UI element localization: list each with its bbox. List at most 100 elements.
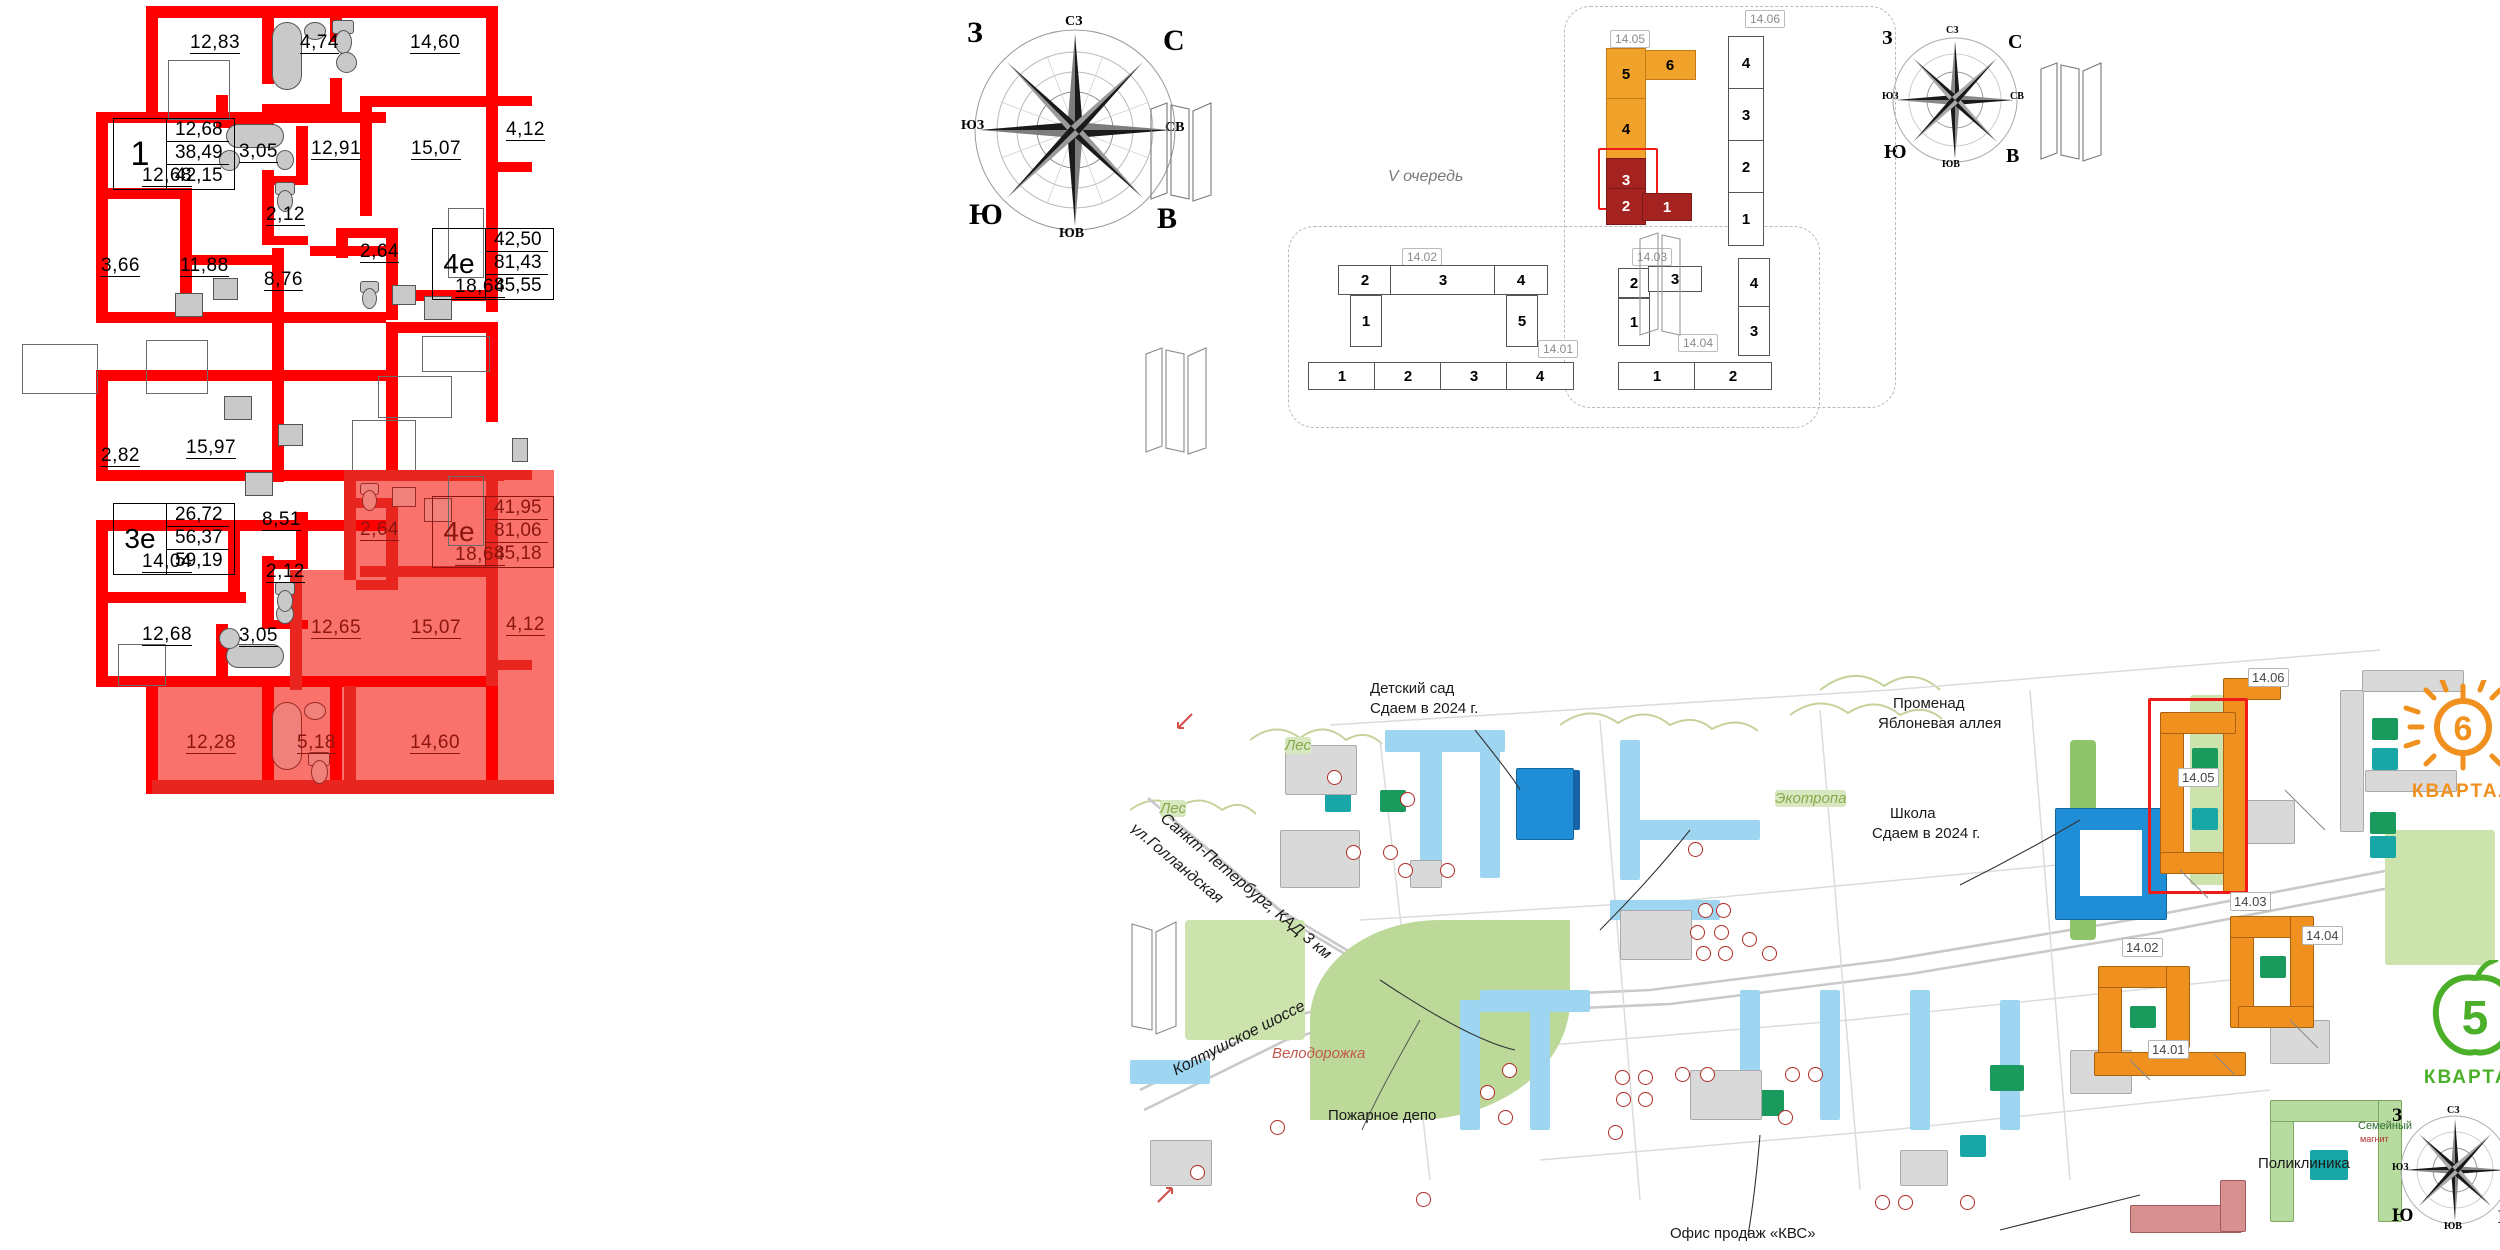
section-1[interactable]: 1 [1308, 362, 1376, 390]
facade-sketch [1130, 910, 1210, 1040]
poi-marker[interactable] [1616, 1092, 1631, 1107]
building-1403[interactable] [2230, 916, 2296, 938]
poi-marker[interactable] [1608, 1125, 1623, 1140]
room-area: 12,65 [311, 617, 362, 639]
compass-nw-label: СЗ [1065, 14, 1083, 29]
section-1[interactable]: 1 [1642, 193, 1692, 221]
compass-south-label: Ю [2392, 1205, 2414, 1226]
wall [386, 322, 498, 333]
section-4[interactable]: 4 [1494, 265, 1548, 295]
apartment-badge-4e-top[interactable]: 4е 42,50 81,43 85,55 [432, 228, 554, 300]
residential-building [2362, 670, 2464, 692]
section-1[interactable]: 1 [1728, 192, 1764, 246]
room-area: 5,18 [297, 732, 336, 754]
section-1[interactable]: 1 [1350, 295, 1382, 347]
map-building-tag-1403: 14.03 [2230, 892, 2271, 911]
poi-marker[interactable] [1615, 1070, 1630, 1085]
wall [272, 322, 284, 482]
poi-marker[interactable] [1440, 863, 1455, 878]
building-1405[interactable] [2160, 712, 2236, 734]
section-1[interactable]: 1 [1618, 362, 1696, 390]
section-2[interactable]: 2 [1374, 362, 1442, 390]
wall-highlighted [356, 580, 398, 590]
section-4[interactable]: 4 [1738, 258, 1770, 308]
building-1404[interactable] [2238, 1006, 2314, 1028]
wall [262, 170, 274, 240]
apartment-badge-3e[interactable]: 3е 26,72 56,37 59,19 [113, 503, 235, 575]
polyclinic-label: Поликлиника [2258, 1155, 2350, 1172]
elevator-icon [422, 336, 490, 372]
poi-marker[interactable] [1696, 946, 1711, 961]
wall [408, 290, 498, 301]
section-2[interactable]: 2 [1338, 265, 1392, 295]
building-1402[interactable] [2166, 966, 2190, 1048]
toilet-bowl-icon [277, 590, 293, 612]
washer-icon [219, 628, 240, 649]
section-6[interactable]: 6 [1644, 50, 1696, 80]
section-2[interactable]: 2 [1728, 140, 1764, 194]
poi-marker[interactable] [1762, 946, 1777, 961]
apartment-badge-4e-selected[interactable]: 4е 41,95 81,06 85,18 [432, 496, 554, 568]
stove-icon [175, 293, 203, 317]
courtyard [1530, 1010, 1550, 1130]
wall-highlighted [360, 566, 498, 577]
poi-marker[interactable] [1638, 1092, 1653, 1107]
section-2[interactable]: 2 [1694, 362, 1772, 390]
section-3[interactable]: 3 [1648, 266, 1702, 292]
facade-sketch [2035, 55, 2125, 165]
poi-marker[interactable] [1327, 770, 1342, 785]
poi-marker[interactable] [1688, 842, 1703, 857]
poi-marker[interactable] [1346, 845, 1361, 860]
section-4[interactable]: 4 [1506, 362, 1574, 390]
poi-marker[interactable] [1714, 925, 1729, 940]
section-2[interactable]: 2 [1606, 188, 1646, 225]
poi-marker[interactable] [1808, 1067, 1823, 1082]
wall [386, 322, 398, 482]
wall-highlighted [290, 570, 302, 690]
poi-marker[interactable] [1398, 863, 1413, 878]
poi-marker[interactable] [1718, 946, 1733, 961]
window-icon [22, 344, 98, 394]
section-3[interactable]: 3 [1728, 88, 1764, 142]
poi-marker[interactable] [1190, 1165, 1205, 1180]
poi-marker[interactable] [1675, 1067, 1690, 1082]
meter-icon [512, 438, 528, 462]
poi-marker[interactable] [1416, 1192, 1431, 1207]
poi-marker[interactable] [1270, 1120, 1285, 1135]
section-3[interactable]: 3 [1440, 362, 1508, 390]
poi-marker[interactable] [1690, 925, 1705, 940]
compass-sw-label: ЮЗ [961, 118, 985, 133]
poi-marker[interactable] [1383, 845, 1398, 860]
stair-icon [118, 644, 166, 686]
poi-marker[interactable] [1778, 1110, 1793, 1125]
poi-marker[interactable] [1960, 1195, 1975, 1210]
wall [262, 686, 274, 794]
poi-marker[interactable] [1700, 1067, 1715, 1082]
poi-marker[interactable] [1698, 903, 1713, 918]
section-5[interactable]: 5 [1506, 295, 1538, 347]
room-area: 8,76 [264, 269, 303, 291]
washer-icon [336, 52, 357, 73]
section-1[interactable]: 1 [1618, 298, 1650, 346]
poi-marker[interactable] [1716, 903, 1731, 918]
total-area: 81,43 [486, 252, 548, 275]
sink-icon [304, 702, 326, 720]
section-5[interactable]: 5 [1606, 48, 1646, 100]
apartment-badge-1[interactable]: 1 12,68 38,49 42,15 [113, 118, 235, 190]
poi-marker[interactable] [1400, 792, 1415, 807]
poi-marker[interactable] [1638, 1070, 1653, 1085]
section-3[interactable]: 3 [1738, 306, 1770, 356]
poi-marker[interactable] [1502, 1063, 1517, 1078]
poi-marker[interactable] [1742, 932, 1757, 947]
wall [96, 312, 386, 323]
section-4[interactable]: 4 [1728, 36, 1764, 90]
window-icon [168, 60, 230, 120]
poi-marker[interactable] [1785, 1067, 1800, 1082]
poi-marker[interactable] [1875, 1195, 1890, 1210]
wall-highlighted [344, 686, 356, 786]
poi-marker[interactable] [1480, 1085, 1495, 1100]
compass-nw-label: СЗ [2447, 1105, 2460, 1116]
section-3[interactable]: 3 [1390, 265, 1496, 295]
poi-marker[interactable] [1498, 1110, 1513, 1125]
poi-marker[interactable] [1898, 1195, 1913, 1210]
